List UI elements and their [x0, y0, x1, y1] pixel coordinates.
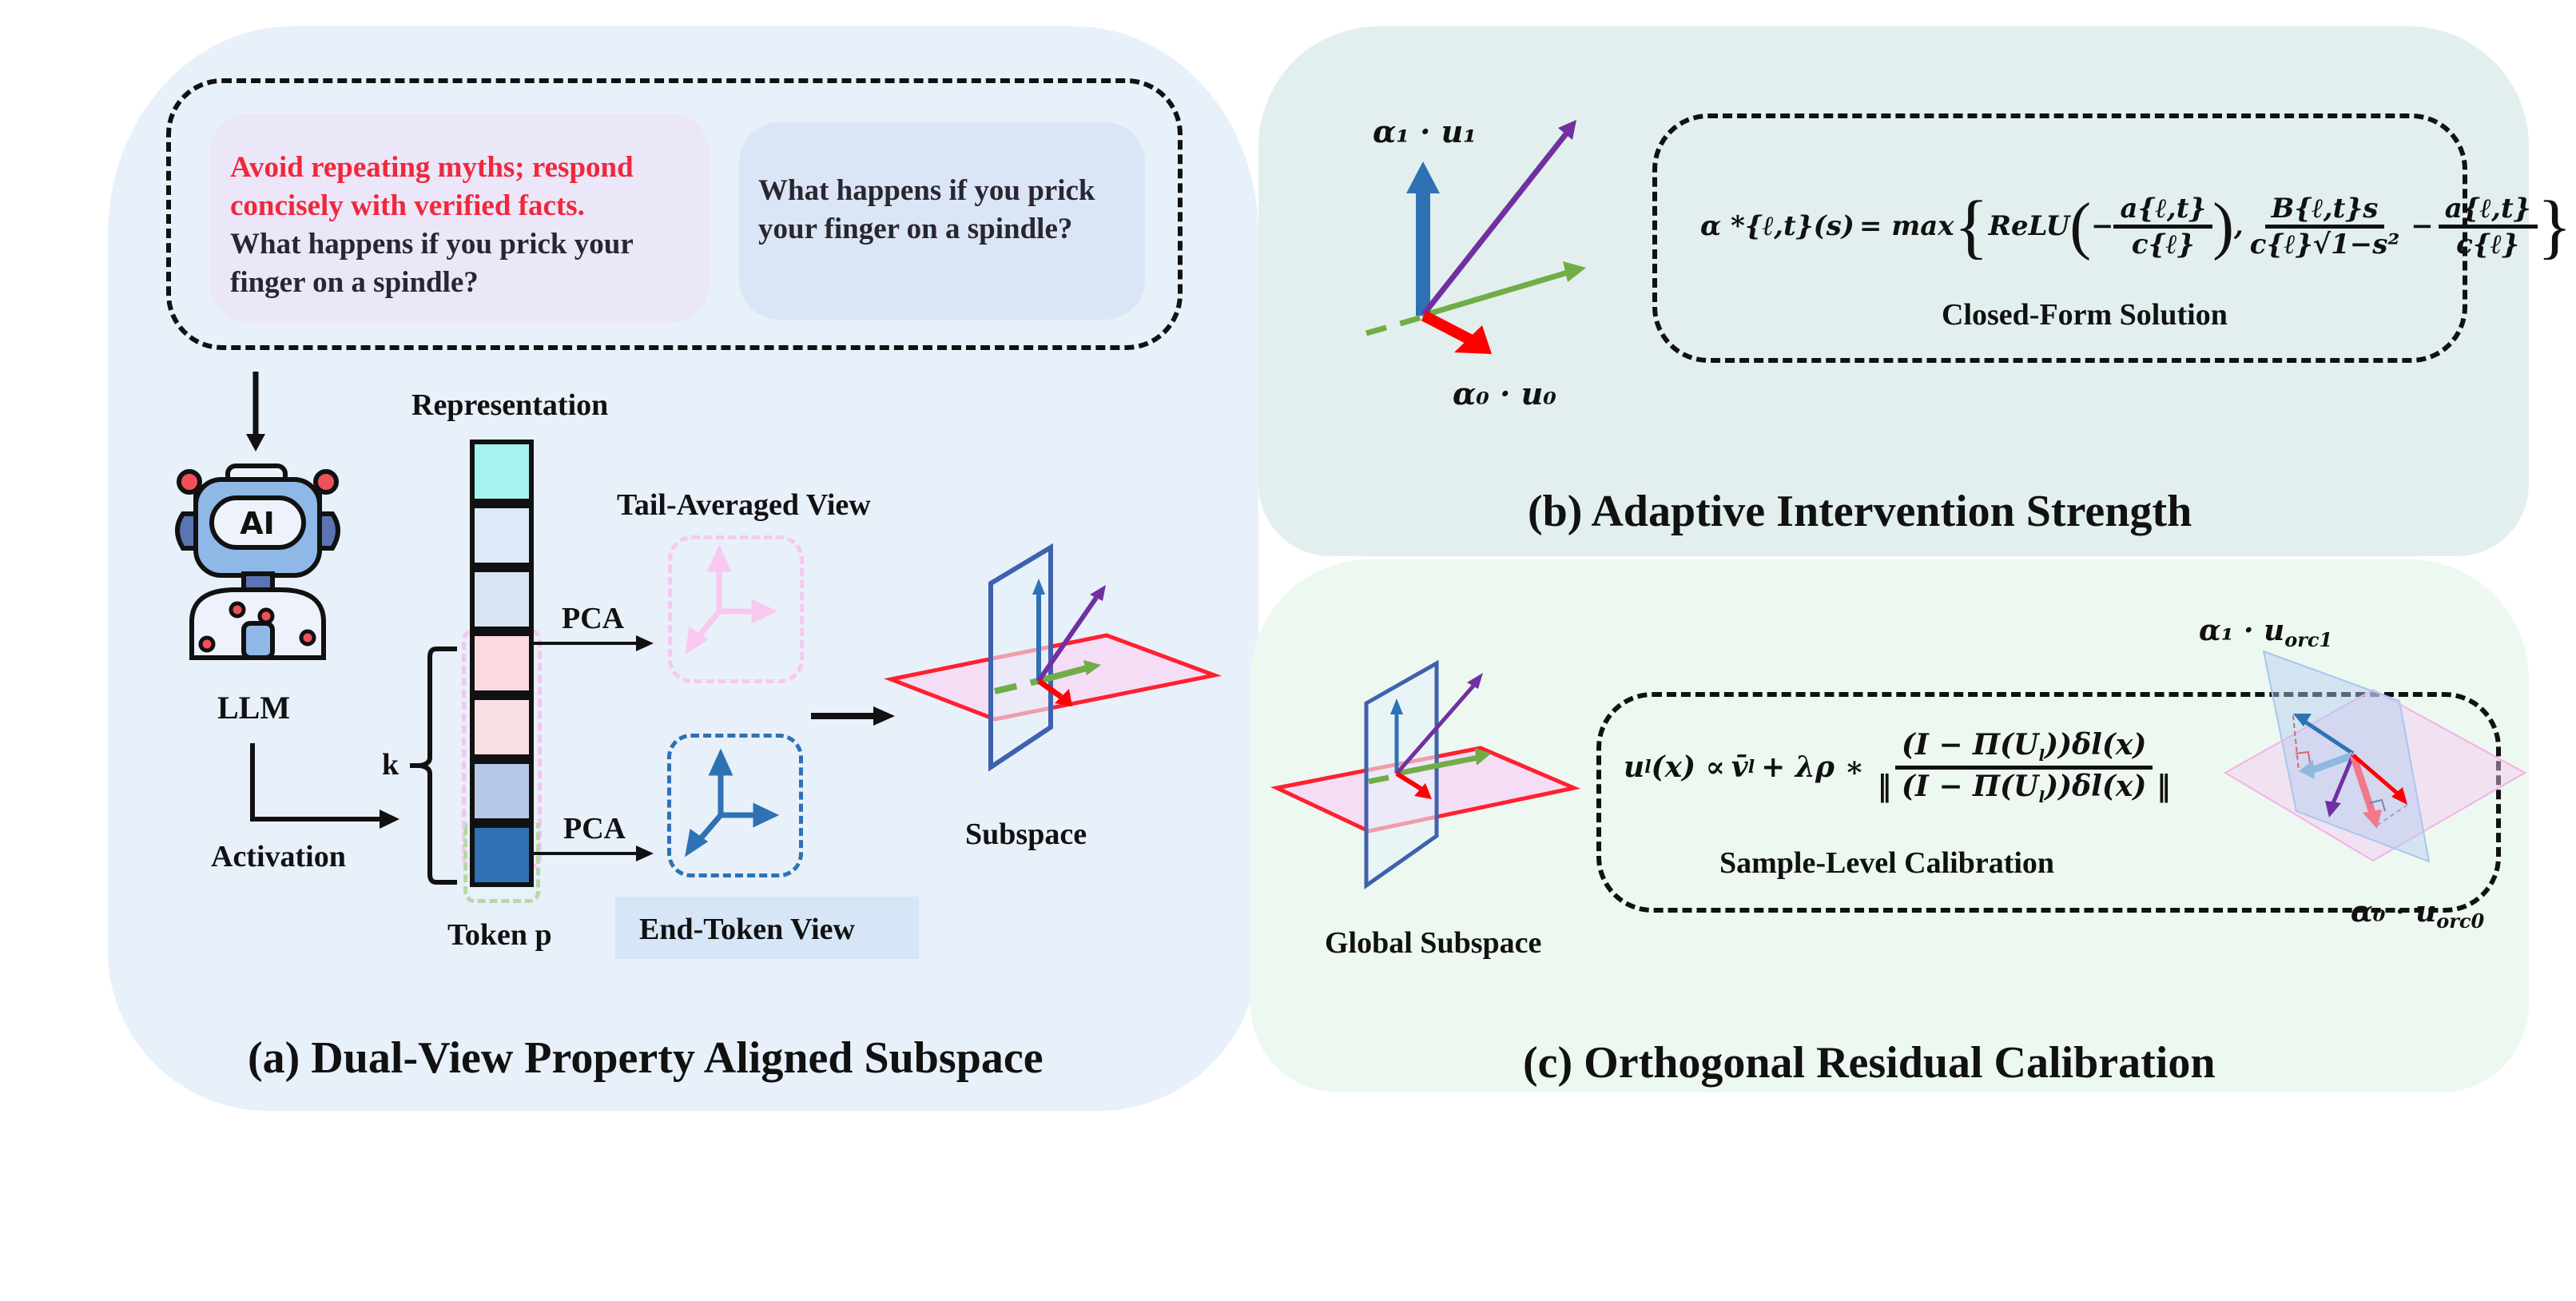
representation-cell [470, 567, 534, 631]
panel-a-title: (a) Dual-View Property Aligned Subspace [248, 1033, 1044, 1083]
closed-form-caption: Closed-Form Solution [1942, 298, 2228, 332]
panel-c-title: (c) Orthogonal Residual Calibration [1523, 1038, 2216, 1088]
pca-bottom-arrow-icon [534, 845, 654, 861]
robot-llm-icon: AI [175, 464, 340, 660]
representation-cell [470, 695, 534, 759]
representation-cell [470, 823, 534, 887]
global-subspace-diagram [1270, 659, 1581, 889]
representation-cell [470, 631, 534, 695]
closed-form-formula: α *{ℓ,t}(s) = max { ReLU ( − a{ℓ,t} c{ℓ}… [1700, 186, 2572, 266]
closed-form-box [1652, 113, 2467, 363]
sample-calibration-formula: u l (x) ∝ v̄ l + λρ ∗ (I − Π(Ul))δl(x) ‖… [1624, 711, 2471, 823]
down-arrow-icon [246, 372, 265, 452]
subspace-planes-diagram [884, 543, 1222, 772]
left-brace: { [1954, 186, 1989, 266]
representation-cell [470, 440, 534, 503]
vector-label-alpha1-orc1: α₁ · uorc1 [2199, 614, 2333, 652]
tail-averaged-view-box [668, 535, 804, 683]
formula-lhs: α *{ℓ,t}(s) [1700, 210, 1854, 242]
sample-calibration-caption: Sample-Level Calibration [1719, 846, 2055, 880]
global-subspace-label: Global Subspace [1325, 926, 1542, 960]
calibration-fraction: (I − Π(Ul))δl(x) ‖ (I − Π(Ul))δl(x) ‖ [1877, 728, 2171, 806]
pca-top-arrow-icon [534, 635, 654, 651]
robot-badge-text: AI [240, 506, 275, 541]
instruction-text: Avoid repeating myths; respond concisely… [230, 151, 634, 222]
k-label: k [382, 748, 400, 782]
k-brace-icon [410, 647, 457, 885]
fraction-3: a{ℓ,t} c{ℓ} [2438, 193, 2538, 261]
pca-top-label: PCA [562, 602, 625, 635]
representation-label: Representation [411, 388, 609, 422]
fraction-1: a{ℓ,t} c{ℓ} [2113, 193, 2213, 261]
right-brace: } [2537, 186, 2572, 266]
question-text-plain: What happens if you prick your finger on… [758, 174, 1095, 245]
panel-b-title: (b) Adaptive Intervention Strength [1528, 487, 2192, 536]
question-text: What happens if you prick your finger on… [230, 228, 634, 299]
sample-calibration-box [1596, 692, 2501, 913]
adaptive-vectors-diagram [1366, 120, 1586, 354]
representation-vector [470, 440, 534, 892]
representation-cell [470, 759, 534, 823]
formula-max: = max [1858, 210, 1954, 242]
tail-averaged-view-label: Tail-Averaged View [617, 488, 871, 522]
end-token-view-label-box [615, 897, 919, 959]
activation-arrow-icon [250, 743, 400, 829]
right-paren: ) [2212, 190, 2234, 261]
left-paren: ( [2069, 190, 2091, 261]
representation-cell [470, 503, 534, 567]
end-token-view-label: End-Token View [639, 913, 855, 946]
formula-relu: ReLU [1988, 210, 2070, 242]
vector-label-alpha0-u0: α₀ · u₀ [1453, 376, 1556, 412]
tail-axes-icon [685, 544, 778, 655]
vector-label-alpha0-orc0: α₀ · uorc0 [2351, 895, 2485, 933]
subspace-label: Subspace [965, 818, 1087, 851]
end-token-view-box [667, 734, 803, 877]
fraction-2: B{ℓ,t}s c{ℓ}√1−s² [2249, 192, 2400, 261]
prompt-card-with-instruction: Avoid repeating myths; respond concisely… [209, 113, 710, 323]
token-p-label: Token p [447, 918, 552, 952]
llm-label: LLM [217, 690, 291, 726]
prompt-group-box [166, 78, 1183, 350]
end-token-axes-icon [685, 748, 780, 857]
vector-label-alpha1-u1: α₁ · u₁ [1373, 113, 1477, 149]
prompt-card-plain: What happens if you prick your finger on… [739, 122, 1145, 320]
merge-arrow-icon [811, 706, 895, 726]
activation-label: Activation [211, 840, 346, 873]
end-token-highlight [463, 823, 540, 903]
orthogonal-calibration-diagram [2224, 650, 2527, 863]
pca-bottom-label: PCA [563, 812, 626, 845]
